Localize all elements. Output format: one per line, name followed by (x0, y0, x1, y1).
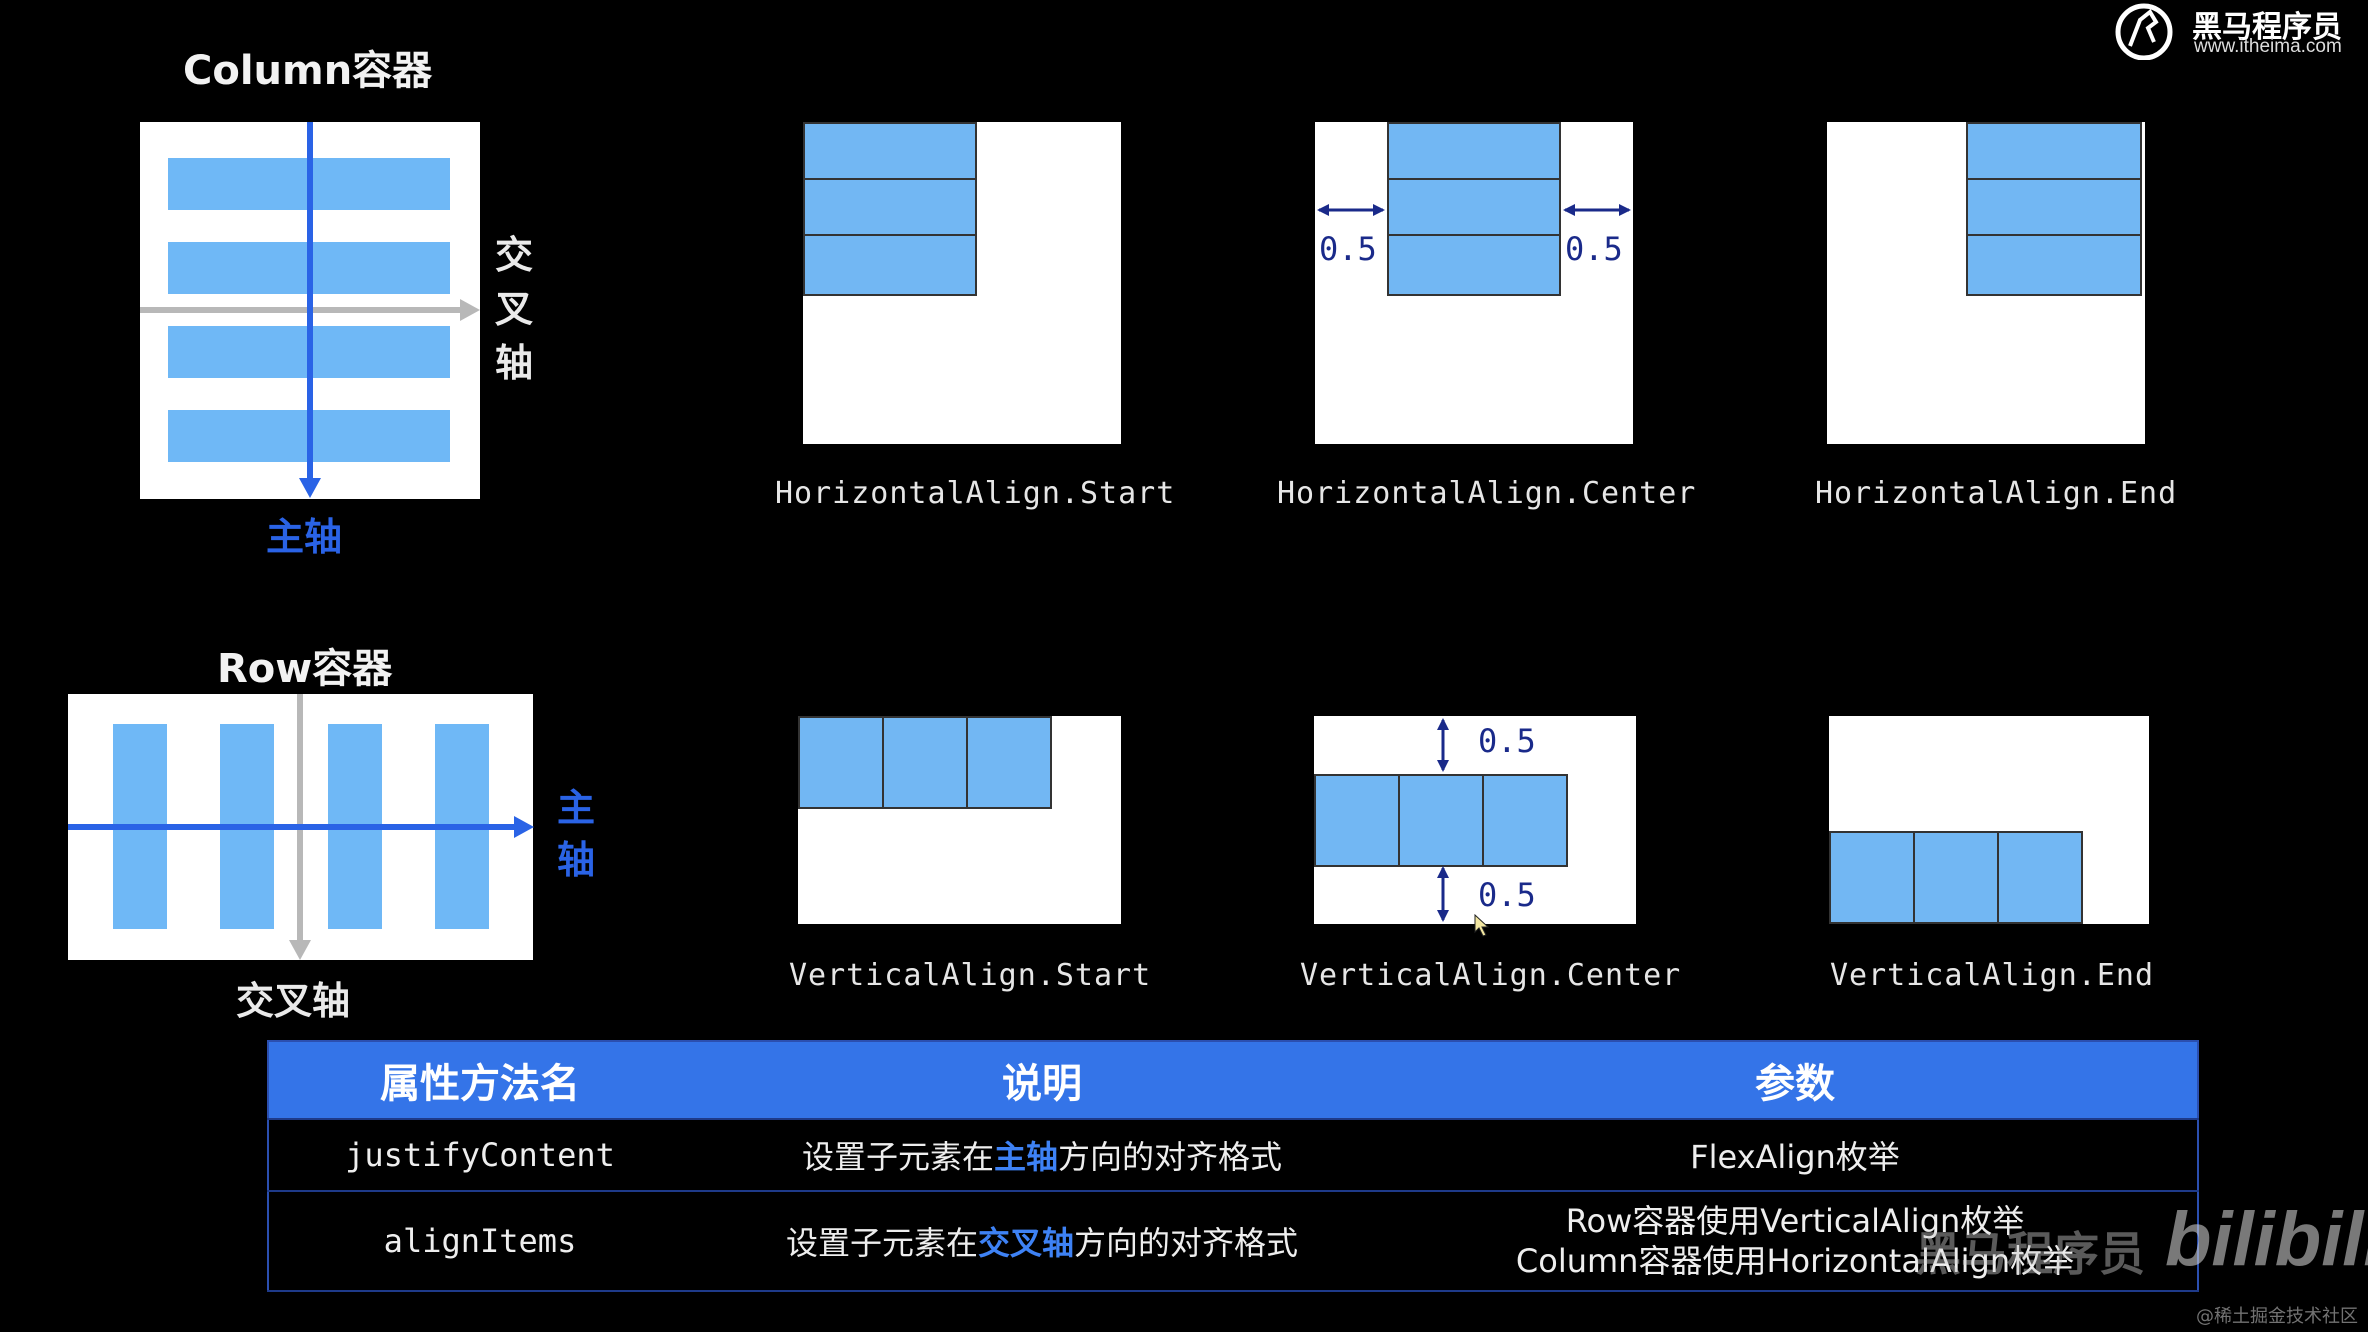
table-row: alignItems 设置子元素在交叉轴方向的对齐格式 Row容器使用Verti… (268, 1190, 2198, 1292)
valign-center-gap-arrows (1437, 718, 1449, 922)
valign-start-label: VerticalAlign.Start (789, 958, 1152, 993)
row1-description: 设置子元素在主轴方向的对齐格式 (691, 1118, 1393, 1192)
halign-start-child-3 (803, 234, 977, 296)
column-axes (140, 122, 480, 498)
valign-center-child-3 (1482, 774, 1568, 867)
halign-center-left-gap: 0.5 (1319, 230, 1377, 268)
credit-text: @稀土掘金技术社区 (2196, 1306, 2358, 1327)
halign-center-label: HorizontalAlign.Center (1277, 476, 1697, 511)
halign-center-right-gap: 0.5 (1565, 230, 1623, 268)
halign-start-label: HorizontalAlign.Start (775, 476, 1176, 511)
row-cross-axis-arrow (289, 940, 311, 960)
brand-logo: 黑马程序员 www.itheima.com (2110, 0, 2360, 62)
table-header-row: 属性方法名 说明 参数 (268, 1041, 2198, 1119)
valign-center-top-gap: 0.5 (1478, 722, 1536, 760)
watermark-brand: 黑马程序员 (1915, 1227, 2145, 1281)
horse-logo-icon (2115, 3, 2173, 60)
column-main-axis-label: 主轴 (266, 515, 343, 559)
properties-table: 属性方法名 说明 参数 justifyContent 设置子元素在主轴方向的对齐… (267, 1040, 2199, 1292)
column-cross-axis-arrow (460, 299, 480, 321)
valign-start-child-1 (798, 716, 884, 809)
row-axes (68, 694, 534, 960)
halign-end-child-2 (1966, 178, 2142, 236)
table-row: justifyContent 设置子元素在主轴方向的对齐格式 FlexAlign… (268, 1118, 2198, 1192)
valign-center-child-2 (1398, 774, 1484, 867)
column-cross-axis-label: 交 叉 轴 (494, 233, 533, 385)
valign-center-bottom-gap: 0.5 (1478, 876, 1536, 914)
halign-end-child-1 (1966, 122, 2142, 180)
halign-end-label: HorizontalAlign.End (1815, 476, 2178, 511)
bilibili-logo: bilibili (2165, 1197, 2368, 1282)
valign-end-child-2 (1913, 831, 1999, 924)
header-description: 说明 (691, 1041, 1393, 1119)
column-container-title: Column容器 (183, 48, 433, 94)
logo-url-text: www.itheima.com (2194, 36, 2342, 57)
logo-brand-text: 黑马程序员 (2192, 10, 2342, 45)
row-container-title: Row容器 (217, 646, 393, 692)
valign-end-child-3 (1997, 831, 2083, 924)
row2-description: 设置子元素在交叉轴方向的对齐格式 (691, 1190, 1393, 1292)
row1-param: FlexAlign枚举 (1393, 1118, 2198, 1192)
row2-name: alignItems (268, 1190, 691, 1292)
valign-start-child-3 (966, 716, 1052, 809)
valign-center-label: VerticalAlign.Center (1300, 958, 1682, 993)
halign-center-child-3 (1387, 234, 1561, 296)
halign-end-child-3 (1966, 234, 2142, 296)
row-main-axis-label: 主 轴 (556, 786, 595, 882)
row1-name: justifyContent (268, 1118, 691, 1192)
halign-center-child-1 (1387, 122, 1561, 180)
mouse-cursor-icon (1474, 914, 1490, 937)
valign-start-child-2 (882, 716, 968, 809)
halign-start-child-2 (803, 178, 977, 236)
halign-center-gap-arrows (1317, 204, 1631, 216)
row-main-axis-arrow (514, 816, 534, 838)
column-main-axis-arrow (299, 478, 321, 498)
valign-center-child-1 (1314, 774, 1400, 867)
header-name: 属性方法名 (268, 1041, 691, 1119)
halign-center-child-2 (1387, 178, 1561, 236)
valign-end-child-1 (1829, 831, 1915, 924)
row2-param: Row容器使用VerticalAlign枚举 Column容器使用Horizon… (1393, 1190, 2198, 1292)
valign-end-label: VerticalAlign.End (1830, 958, 2155, 993)
row-cross-axis-label: 交叉轴 (236, 979, 351, 1023)
halign-start-child-1 (803, 122, 977, 180)
header-params: 参数 (1393, 1041, 2198, 1119)
